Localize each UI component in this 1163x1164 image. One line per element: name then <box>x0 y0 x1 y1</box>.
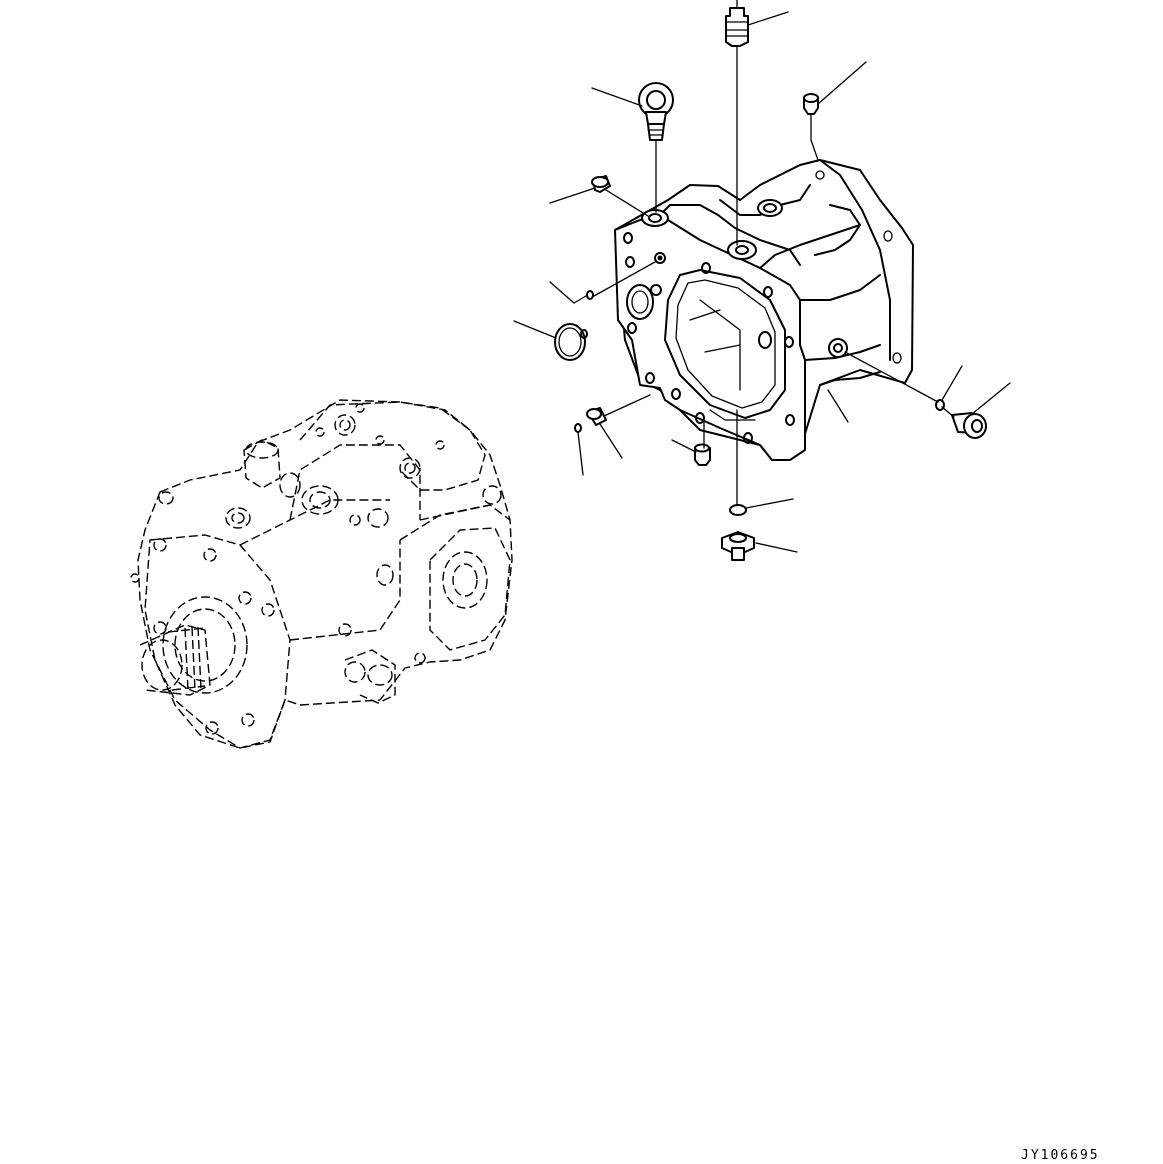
assembly-axis-lines <box>593 45 955 506</box>
eye-bolt-part <box>638 82 674 141</box>
o-ring-bottom <box>729 504 747 516</box>
leader-lines <box>513 11 1011 553</box>
pressure-sensor-part <box>725 0 749 47</box>
plug-part-right <box>951 412 987 439</box>
o-ring-right <box>935 399 945 411</box>
pump-case-housing <box>614 159 914 461</box>
drawing-code-label: JY106695 <box>1021 1148 1100 1163</box>
o-ring-small-1 <box>586 290 594 300</box>
hex-plug-part-bottom <box>721 531 755 561</box>
pump-assembly-reference <box>130 399 513 749</box>
plug-part-top <box>803 93 819 115</box>
o-ring-small-3 <box>574 423 582 433</box>
plug-part-left <box>591 175 611 193</box>
o-ring-large <box>554 323 586 361</box>
plug-part-lower-left <box>586 407 607 426</box>
plug-part-bottom <box>694 443 711 466</box>
o-ring-small-2 <box>580 329 588 339</box>
